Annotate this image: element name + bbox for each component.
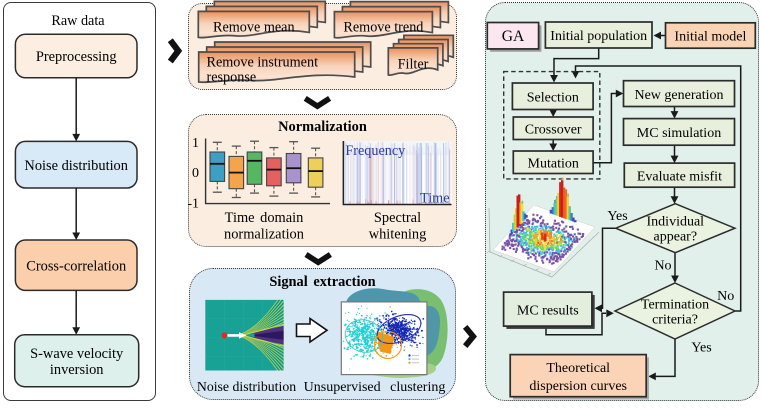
svg-text:response: response [207,70,257,86]
svg-text:Termination: Termination [641,298,709,313]
svg-text:Selection: Selection [527,91,579,106]
svg-text:Initial model: Initial model [674,30,746,45]
svg-text:whitening: whitening [369,227,427,243]
svg-text:Initial population: Initial population [550,29,647,44]
svg-text:Mutation: Mutation [528,156,579,171]
svg-text:Preprocessing: Preprocessing [36,49,117,65]
svg-text:No: No [717,289,734,304]
svg-text:Individual: Individual [647,215,705,230]
svg-text:Crossover: Crossover [525,122,582,137]
svg-text:Raw data: Raw data [51,13,105,29]
svg-text:S-wave velocity: S-wave velocity [30,346,124,362]
svg-text:MC simulation: MC simulation [637,126,721,141]
svg-text:New generation: New generation [634,88,723,103]
svg-text:No: No [654,259,671,274]
svg-text:appear?: appear? [654,230,698,245]
svg-text:Remove trend: Remove trend [343,20,423,36]
svg-text:Normalization: Normalization [278,119,367,135]
svg-text:dispersion curves: dispersion curves [529,379,627,394]
svg-text:GA: GA [502,28,525,45]
svg-text:Theoretical: Theoretical [546,361,610,376]
svg-text:1: 1 [192,136,199,151]
svg-text:Yes: Yes [607,209,627,224]
svg-text:Noise distribution: Noise distribution [24,158,128,174]
svg-text:Remove instrument: Remove instrument [207,55,319,71]
svg-text:Unsupervised clustering: Unsupervised clustering [304,380,446,395]
svg-text:Yes: Yes [691,341,711,356]
svg-text:MC results: MC results [517,303,579,318]
svg-text:criteria?: criteria? [652,313,698,328]
svg-text:-1: -1 [187,197,199,212]
svg-text:Remove mean: Remove mean [213,19,295,35]
svg-text:Evaluate misfit: Evaluate misfit [637,169,722,184]
svg-text:normalization: normalization [224,227,304,243]
svg-text:Spectral: Spectral [374,210,421,226]
svg-text:Noise distribution: Noise distribution [197,379,296,394]
svg-text:Cross-correlation: Cross-correlation [26,258,126,274]
svg-text:0: 0 [192,166,199,181]
svg-text:Filter: Filter [398,56,429,72]
svg-text:Signal extraction: Signal extraction [269,274,375,290]
svg-text:Time: Time [420,191,449,207]
svg-text:inversion: inversion [50,362,104,378]
svg-text:Time domain: Time domain [225,210,304,226]
svg-text:Frequency: Frequency [345,143,406,159]
